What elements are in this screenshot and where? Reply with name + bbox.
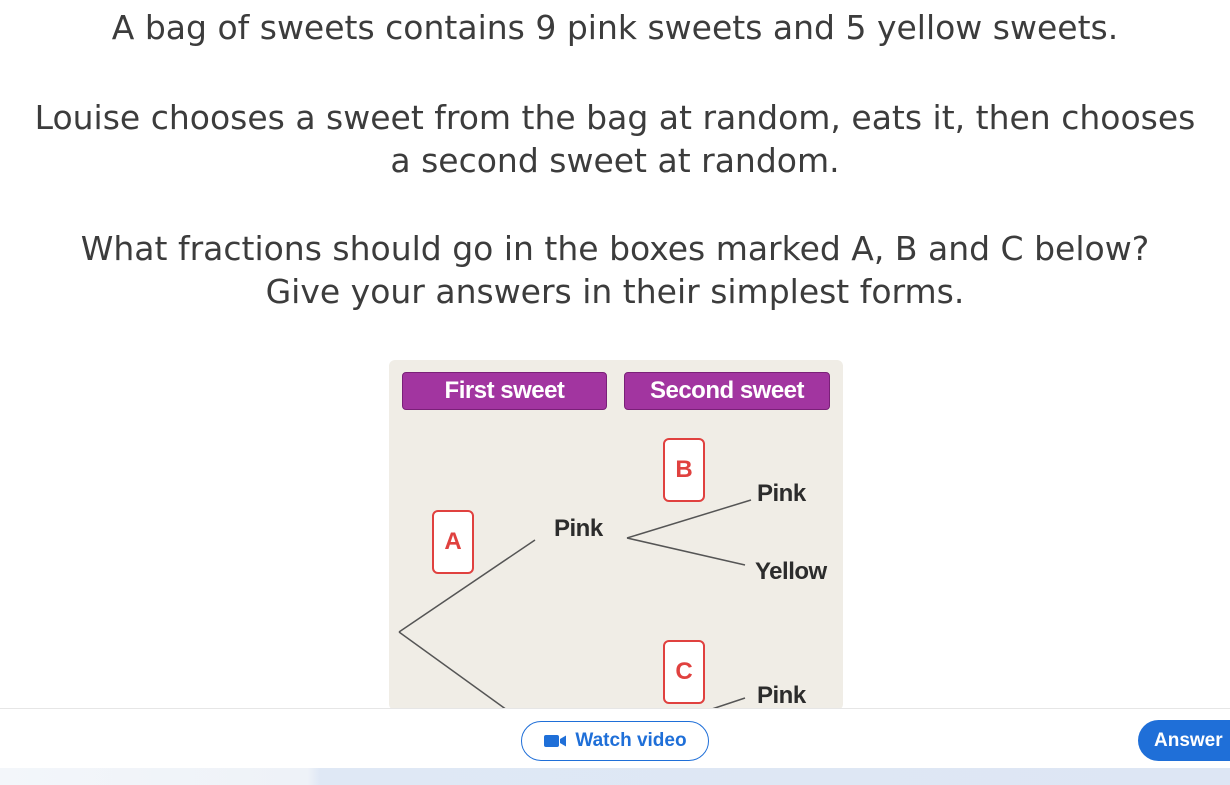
label-first-pink: Pink bbox=[554, 515, 603, 542]
label-second-yellow: Yellow bbox=[755, 558, 827, 585]
yellow-count: 5 bbox=[845, 8, 867, 47]
question-line-1: A bag of sweets contains 9 pink sweets a… bbox=[0, 6, 1230, 49]
answer-button[interactable]: Answer bbox=[1138, 720, 1230, 761]
pink-count: 9 bbox=[535, 8, 557, 47]
video-camera-icon bbox=[543, 733, 567, 749]
question-line-3b: Give your answers in their simplest form… bbox=[265, 272, 965, 311]
bottom-strip bbox=[0, 768, 1230, 785]
watch-video-button[interactable]: Watch video bbox=[521, 721, 709, 761]
question-line-2a: Louise chooses a sweet from the bag at r… bbox=[34, 98, 1196, 137]
question-line-2b: a second sweet at random. bbox=[390, 141, 840, 180]
answer-box-b: B bbox=[663, 438, 705, 502]
header-first-sweet: First sweet bbox=[402, 372, 607, 410]
branch-second-pink-top bbox=[626, 499, 752, 539]
answer-box-a: A bbox=[432, 510, 474, 574]
branch-second-yellow bbox=[626, 537, 746, 566]
label-second-pink-top: Pink bbox=[757, 480, 806, 507]
answer-box-c: C bbox=[663, 640, 705, 704]
question-line-3a: What fractions should go in the boxes ma… bbox=[80, 229, 1150, 268]
branch-first-pink bbox=[398, 539, 536, 633]
header-second-sweet: Second sweet bbox=[624, 372, 830, 410]
question-text-1a: A bag of sweets contains bbox=[111, 8, 536, 47]
question-text-1c: yellow sweets. bbox=[866, 8, 1119, 47]
tree-diagram: First sweet Second sweet A B C Pink Pink… bbox=[389, 360, 843, 710]
question-paragraph-2: Louise chooses a sweet from the bag at r… bbox=[0, 96, 1230, 182]
question-text-1b: pink sweets and bbox=[556, 8, 846, 47]
branch-first-yellow bbox=[398, 631, 508, 710]
question-paragraph-3: What fractions should go in the boxes ma… bbox=[0, 227, 1230, 313]
watch-video-label: Watch video bbox=[575, 730, 687, 751]
label-second-pink-bottom: Pink bbox=[757, 682, 806, 709]
tree-branches bbox=[398, 499, 752, 710]
